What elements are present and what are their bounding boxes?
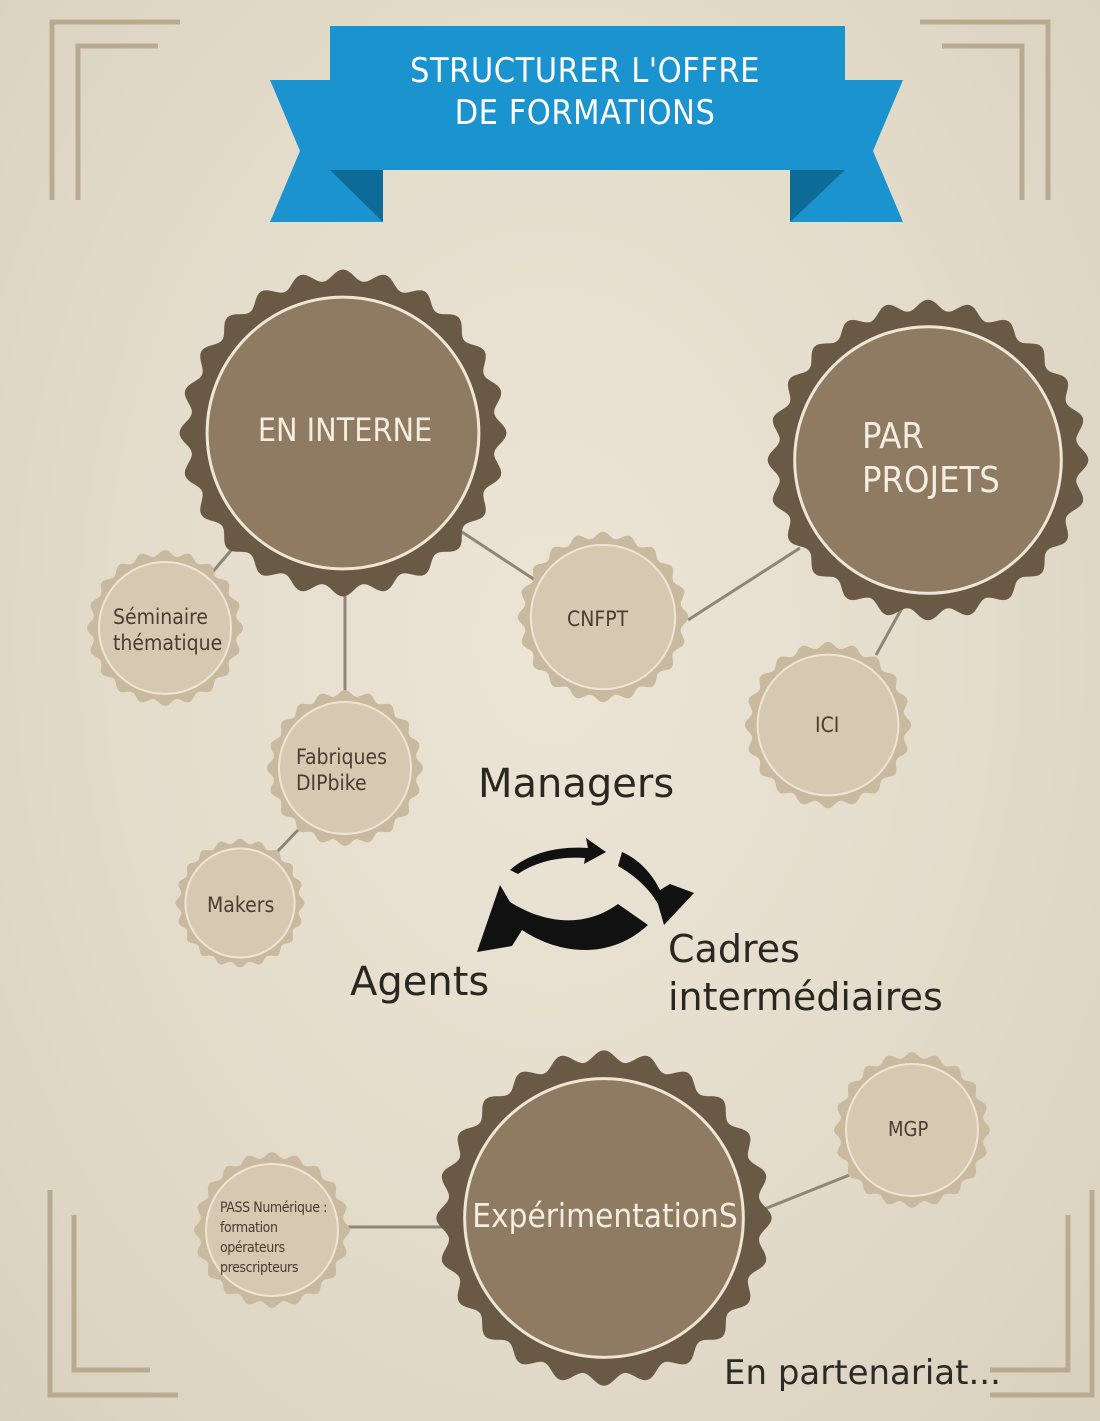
frame-bottom-left-inner <box>71 1215 150 1373</box>
frame-top-right-outer <box>920 19 1051 200</box>
frame-top-left-outer <box>49 19 180 200</box>
hub-badge-en-interne <box>179 269 507 597</box>
node-badge-pass-face <box>205 1163 339 1297</box>
node-badge-seminaire-face <box>98 561 232 695</box>
connector-fabriques-makers <box>274 828 300 855</box>
connector-cnfpt-projets <box>687 546 801 622</box>
connector-exp-mgp <box>761 1172 853 1212</box>
node-badge-makers <box>175 838 305 968</box>
connector-projets-ici <box>874 607 904 656</box>
frame-bottom-right-inner <box>990 1215 1071 1373</box>
hub-badge-par-projets-face <box>793 325 1063 595</box>
node-label-seminaire: Séminaire thématique <box>113 605 223 655</box>
banner-left-fold <box>330 170 383 222</box>
node-badge-fabriques <box>267 690 423 846</box>
connectors <box>208 530 904 1229</box>
hub-badge-en-interne-face <box>205 295 481 571</box>
frame-top-left-inner <box>75 43 158 200</box>
cycle-arrows <box>477 838 694 952</box>
node-label-makers: Makers <box>207 893 275 917</box>
corner-frames <box>47 19 1095 1398</box>
banner-title: STRUCTURER L'OFFRE DE FORMATIONS <box>410 51 760 133</box>
cycle-arrow-right <box>618 852 694 925</box>
node-label-ici: ICI <box>815 713 840 737</box>
node-badge-ici-face <box>756 653 900 797</box>
node-label-pass: PASS Numérique : formation opérateurs pr… <box>220 1200 327 1276</box>
frame-bottom-right-outer <box>990 1190 1095 1398</box>
node-badge-mgp-face <box>845 1063 979 1197</box>
hub-label-experimentations: ExpérimentationS <box>472 1196 738 1235</box>
hub-badge-experimentations-face <box>463 1077 745 1359</box>
hub-badge-par-projets <box>767 299 1089 621</box>
banner-ribbon <box>270 26 903 222</box>
banner-main <box>330 26 845 170</box>
node-label-cnfpt: CNFPT <box>567 607 629 631</box>
hub-badge-experimentations <box>436 1050 772 1386</box>
node-label-fabriques: Fabriques DIPbike <box>296 745 387 795</box>
footer-partenariat: En partenariat... <box>724 1353 1001 1393</box>
node-badge-pass <box>194 1152 350 1308</box>
node-badge-mgp <box>834 1052 990 1208</box>
cycle-arrow-top <box>510 838 606 874</box>
small-badges <box>87 531 990 1308</box>
hub-label-en-interne: EN INTERNE <box>257 411 433 449</box>
frame-top-right-inner <box>942 43 1025 200</box>
frame-bottom-left-outer <box>47 1190 178 1398</box>
node-badge-cnfpt <box>517 531 689 703</box>
node-badge-fabriques-face <box>278 701 412 835</box>
node-badge-seminaire <box>87 550 243 706</box>
cycle-label-managers: Managers <box>478 761 675 807</box>
cycle-label-agents: Agents <box>350 959 490 1005</box>
node-badge-cnfpt-face <box>529 543 677 691</box>
cycle-label-cadres: Cadres intermédiaires <box>668 927 943 1019</box>
hub-label-par-projets: PAR PROJETS <box>862 416 1000 501</box>
node-label-mgp: MGP <box>888 1117 929 1141</box>
node-badge-ici <box>744 641 912 809</box>
banner-right-fold <box>790 170 845 222</box>
cycle-arrow-bottom <box>477 885 648 952</box>
node-badge-makers-face <box>184 847 296 959</box>
hub-badges <box>179 269 1089 1386</box>
connector-interne-cnfpt <box>461 530 536 582</box>
